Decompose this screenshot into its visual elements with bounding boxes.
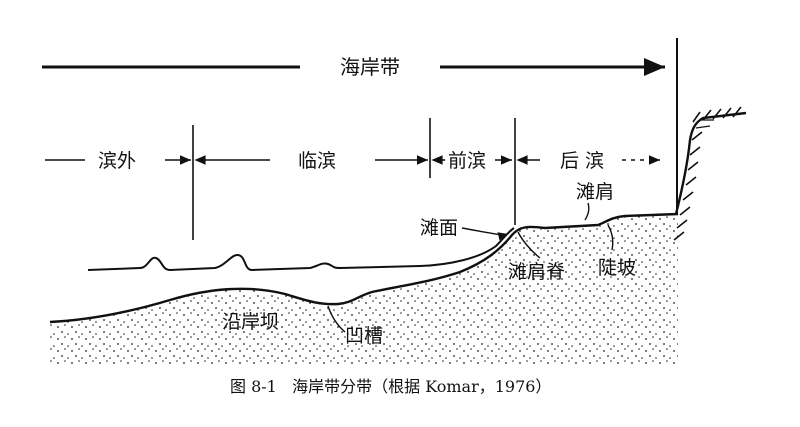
feature-leaders	[327, 202, 614, 333]
seabed-profile-line	[49, 212, 679, 324]
scarp-label: 陡坡	[598, 257, 636, 279]
sediment-body	[50, 214, 678, 365]
trough-label: 凹槽	[345, 325, 383, 347]
backshore-label: 后 滨	[560, 150, 604, 172]
berm-crest-label: 滩肩脊	[508, 261, 565, 283]
offshore-label: 滨外	[98, 150, 136, 172]
zone-dividers	[192, 118, 516, 240]
water-surface-waves	[87, 227, 515, 272]
foreshore-label: 前滨	[448, 150, 486, 172]
beach-face-label: 滩面	[420, 217, 458, 239]
sea-cliff	[673, 106, 747, 241]
longshore-bar-label: 沿岸坝	[222, 311, 279, 333]
nearshore-label: 临滨	[298, 150, 336, 172]
figure-caption: 图 8-1 海岸带分带（根据 Komar，1976）	[230, 377, 551, 396]
berm-label: 滩肩	[576, 181, 614, 203]
coastal-zone-label: 海岸带	[340, 55, 400, 79]
